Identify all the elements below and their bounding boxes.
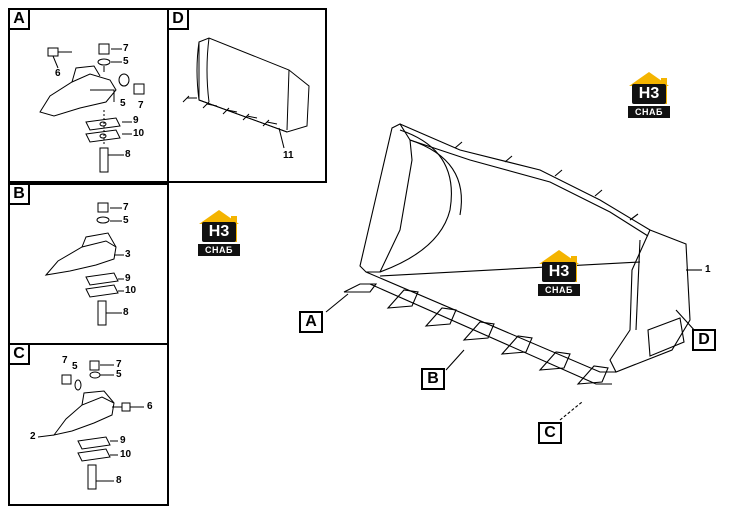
panel-a-callout-10: 10 [133,128,145,139]
panel-c-callout-6: 6 [147,401,153,412]
plate-10 [77,448,111,462]
right-side-plate [609,229,691,373]
plate-10 [85,129,121,143]
watermark-logo-1: H3 CHAБ [626,72,672,120]
adapter-top [71,65,101,83]
panel-c: C 7 5 7 5 6 2 9 10 8 [8,343,169,506]
panel-c-callout-2: 2 [30,431,36,442]
panel-c-callout-9: 9 [120,435,126,446]
panel-a-callout-9: 9 [133,115,139,126]
washer-5-top [97,58,111,66]
nut-7-left [61,374,72,385]
panel-b-tag: B [8,183,30,205]
panel-b-drawing [44,202,124,326]
bolt-8 [97,300,107,326]
main-label-d: D [692,329,716,351]
main-label-a: A [299,311,323,333]
panel-a-tag: A [8,8,30,30]
plate-9 [85,272,119,286]
main-teeth [343,283,609,385]
washer-5-top [89,371,101,379]
panel-b-callout-10: 10 [125,285,137,296]
washer-5-left [74,379,82,391]
bolt-8 [87,464,97,490]
watermark-logo-3: H3 CHAБ [536,250,582,298]
plate-10 [85,284,119,298]
panel-a-callout-6: 6 [55,68,61,79]
panel-c-drawing [37,360,144,490]
bolt-8 [99,147,109,173]
panel-c-callout-7: 7 [62,355,68,366]
panel-d-drawing [182,37,310,149]
panel-a-callout-7b: 7 [138,100,144,111]
panel-b-callout-7: 7 [123,202,129,213]
panel-b: B 7 5 3 9 10 8 [8,183,169,345]
nut-7-top [89,360,100,371]
washer-5-right [118,73,130,87]
adapter-body [39,73,117,117]
panel-b-callout-5: 5 [123,215,129,226]
washer-5 [96,216,110,224]
left-side-plate [359,123,413,273]
panel-d-tag: D [167,8,189,30]
plate-9 [77,436,111,450]
panel-a-callout-8: 8 [125,149,131,160]
panel-c-callout-8: 8 [116,475,122,486]
panel-a-drawing [39,43,145,173]
nut-7-right [133,83,145,95]
nut-7 [97,202,109,213]
panel-b-callout-8: 8 [123,307,129,318]
bolt-6-head [121,402,131,412]
panel-b-callout-9: 9 [125,273,131,284]
main-callout-1: 1 [705,264,711,275]
nut-7-top [98,43,110,55]
panel-c-callout-10: 10 [120,449,132,460]
watermark-logo-2: H3 CHAБ [196,210,242,258]
main-label-c: C [538,422,562,444]
panel-c-tag: C [8,343,30,365]
panel-d-callout-11: 11 [283,150,294,161]
plate-9 [85,117,121,131]
panel-a-callout-5: 5 [123,56,129,67]
main-label-b: B [421,368,445,390]
panel-b-callout-3: 3 [125,249,131,260]
panel-c-callout-5: 5 [72,361,78,372]
back-curve [379,129,452,273]
panel-d: D 11 [167,8,327,183]
tooth-2 [52,396,115,436]
panel-c-callout-7b: 7 [116,359,122,370]
top-edge [399,123,651,231]
panel-a-callout-7: 7 [123,43,129,54]
small-bucket-teeth [187,97,278,125]
panel-a: A [8,8,169,183]
bolt-6-head [47,47,59,57]
tooth-3 [44,240,117,276]
panel-a-callout-5b: 5 [120,98,126,109]
panel-c-callout-5b: 5 [116,369,122,380]
